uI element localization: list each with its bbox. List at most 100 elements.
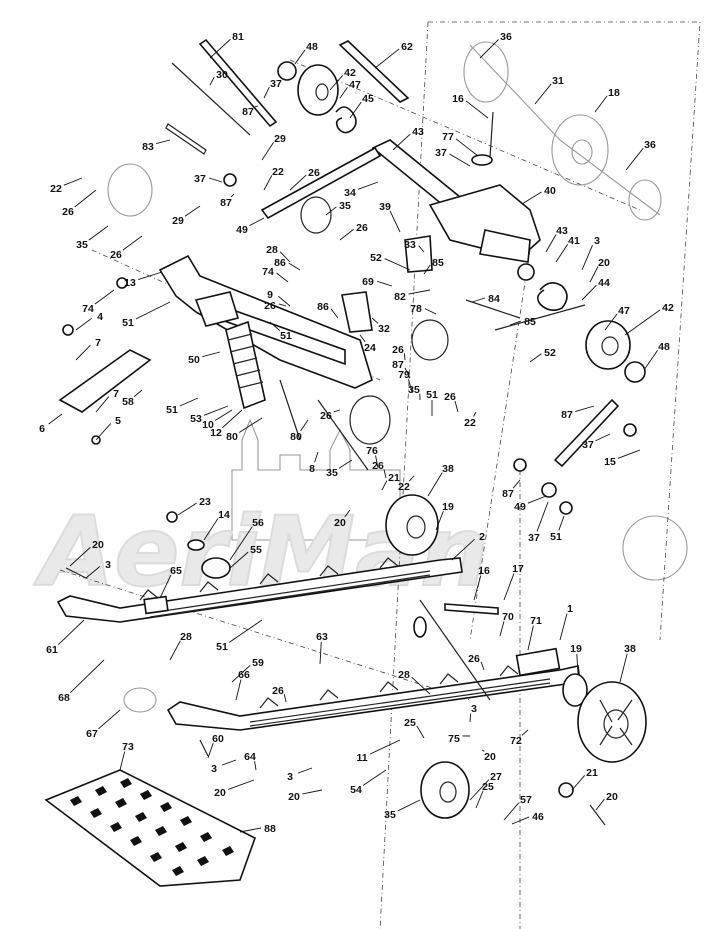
cleat [110,822,122,832]
callout-leader-67 [98,709,121,730]
callout-leader-20 [302,789,323,795]
callout-leader-80 [239,417,263,433]
callout-number-26: 26 [392,344,404,356]
callout-number-20: 20 [334,517,346,529]
callout-number-28: 28 [266,244,278,256]
callout-leader-63 [319,641,322,665]
callout-leader-35 [325,206,337,216]
slide-rail-right [166,599,581,731]
spacer-87 [513,458,527,472]
callout-leader-43 [392,133,411,151]
callout-leader-87 [254,105,259,108]
callout-number-42: 42 [344,67,356,79]
callout-leader-85 [509,320,522,326]
callout-leader-48 [643,349,659,371]
callout-number-80: 80 [226,431,238,443]
callout-leader-10 [214,409,233,421]
rear-wheel-18-hub [571,139,593,165]
callout-leader-3 [221,759,237,766]
callout-number-48: 48 [658,341,670,353]
callout-leader-74 [276,272,289,283]
centerline [289,59,641,211]
callout-leader-20 [344,509,351,518]
callout-number-81: 81 [232,31,244,43]
callout-number-87: 87 [502,488,514,500]
callout-leader-60 [207,742,214,759]
wheel-67-ghost [123,687,157,713]
callout-number-78: 78 [410,303,422,315]
callout-number-16: 16 [452,93,464,105]
callout-number-87: 87 [392,359,404,371]
callout-number-55: 55 [250,544,262,556]
callout-leader-51 [228,619,263,643]
rail-61-teeth [139,557,399,601]
callout-number-77: 77 [442,131,454,143]
callout-number-51: 51 [426,389,438,401]
washer-49 [541,482,557,498]
bolt-16-upper [489,111,494,159]
callout-number-45: 45 [362,93,374,105]
callout-number-49: 49 [236,224,248,236]
callout-number-48: 48 [306,41,318,53]
idler-wheel-42-hub [601,336,619,356]
callout-leader-87 [512,479,521,489]
wheel-38-upper [385,494,439,556]
callout-number-3: 3 [287,771,293,783]
wheel-35-bottom-hub [439,781,457,803]
callout-number-35: 35 [408,384,420,396]
callout-leader-48 [294,49,306,65]
spring-44 [536,282,568,312]
callout-number-10: 10 [202,419,214,431]
callout-number-37: 37 [582,439,594,451]
callout-number-11: 11 [356,752,367,764]
front-arm-assembly [58,254,449,471]
cleat [200,832,212,842]
callout-number-44: 44 [598,277,610,289]
callout-leader-20 [595,798,605,811]
cross-shaft-bolt [553,398,620,468]
wheel-35-center [411,319,449,361]
callout-leader-21 [571,775,585,791]
pivot-bolt-77 [471,154,493,166]
rear-wheel-36b [628,179,662,221]
rail-1-teeth [259,665,519,709]
callout-number-54: 54 [350,784,362,796]
callout-number-12: 12 [210,427,222,439]
callout-leader-19 [576,653,579,675]
callout-number-20: 20 [606,791,618,803]
callout-leader-79 [408,379,413,393]
track-pad-cleats [70,778,234,876]
washer-14 [187,539,205,551]
callout-number-15: 15 [604,456,616,468]
callout-leader-19 [435,510,444,531]
callout-number-41: 41 [568,235,580,247]
callout-number-9: 9 [267,289,273,301]
callout-leader-18 [594,95,608,113]
rail-1 [166,665,581,731]
callout-number-42: 42 [662,302,674,314]
callout-leader-26 [403,353,406,361]
callout-leader-87 [575,405,595,412]
cleat [120,778,132,788]
callout-leader-7 [75,344,91,361]
callout-leader-13 [138,271,163,281]
callout-leader-3 [297,767,313,774]
callout-leader-42 [624,309,661,336]
callout-number-62: 62 [401,41,413,53]
callout-leader-28 [279,251,291,263]
callout-leader-20 [481,749,485,752]
callout-leader-24 [359,334,366,343]
cleat [70,796,82,806]
callout-number-75: 75 [448,733,460,745]
callout-number-36: 36 [644,139,656,151]
wheel-38-lower-spokes [599,699,633,746]
callout-leader-72 [521,729,529,736]
callout-leader-73 [119,751,126,771]
bolt-16-lower [444,603,499,615]
callout-number-5: 5 [115,415,121,427]
callout-leader-37 [208,177,223,183]
shaft-28 [419,599,491,701]
callout-number-20: 20 [288,791,300,803]
callout-leader-39 [389,210,401,233]
callout-leader-52 [529,353,542,363]
